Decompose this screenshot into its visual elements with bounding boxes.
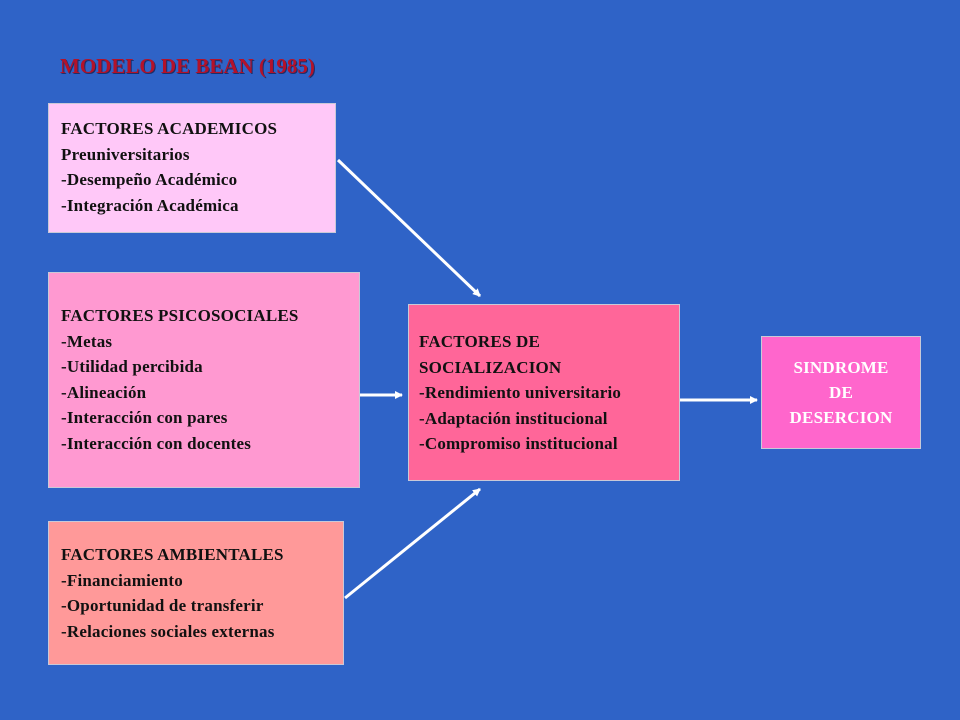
dropout-syndrome-label: SINDROME xyxy=(793,358,889,377)
socialization-factors-item: -Adaptación institucional xyxy=(419,408,608,428)
environmental-factors-item: -Oportunidad de transferir xyxy=(61,596,264,615)
psychosocial-factors-box: FACTORES PSICOSOCIALES -Metas -Utilidad … xyxy=(48,272,360,488)
socialization-factors-box: FACTORES DE SOCIALIZACION -Rendimiento u… xyxy=(408,304,680,481)
psychosocial-factors-item: -Metas xyxy=(61,331,113,351)
dropout-syndrome-label: DE xyxy=(828,383,854,402)
psychosocial-factors-item: -Alineación xyxy=(61,382,147,402)
environmental-factors-box: FACTORES AMBIENTALES -Financiamiento -Op… xyxy=(48,521,344,665)
socialization-factors-item: -Compromiso institucional xyxy=(419,434,618,453)
socialization-factors-heading: FACTORES DE xyxy=(419,332,541,351)
psychosocial-factors-heading: FACTORES PSICOSOCIALES xyxy=(61,306,299,325)
arrow-environmental-to-socialization xyxy=(344,487,481,600)
psychosocial-factors-item: -Interacción con docentes xyxy=(61,433,252,453)
diagram-title: MODELO DE BEAN (1985) xyxy=(60,54,315,78)
academic-factors-item: Preuniversitarios xyxy=(61,144,190,164)
academic-factors-item: -Integración Académica xyxy=(61,195,239,215)
arrow-academic-to-socialization xyxy=(336,158,482,298)
environmental-factors-item: -Relaciones sociales externas xyxy=(61,621,275,641)
psychosocial-factors-item: -Interacción con pares xyxy=(61,408,228,427)
socialization-factors-item: -Rendimiento universitario xyxy=(419,383,622,402)
academic-factors-item: -Desempeño Académico xyxy=(61,170,238,189)
socialization-factors-heading: SOCIALIZACION xyxy=(419,357,562,377)
academic-factors-box: FACTORES ACADEMICOS Preuniversitarios -D… xyxy=(48,103,336,233)
academic-factors-heading: FACTORES ACADEMICOS xyxy=(61,119,278,138)
environmental-factors-heading: FACTORES AMBIENTALES xyxy=(61,545,284,564)
dropout-syndrome-label: DESERCION xyxy=(789,408,893,427)
environmental-factors-item: -Financiamiento xyxy=(61,570,183,590)
dropout-syndrome-box: SINDROME DE DESERCION xyxy=(761,336,921,449)
psychosocial-factors-item: -Utilidad percibida xyxy=(61,357,203,376)
